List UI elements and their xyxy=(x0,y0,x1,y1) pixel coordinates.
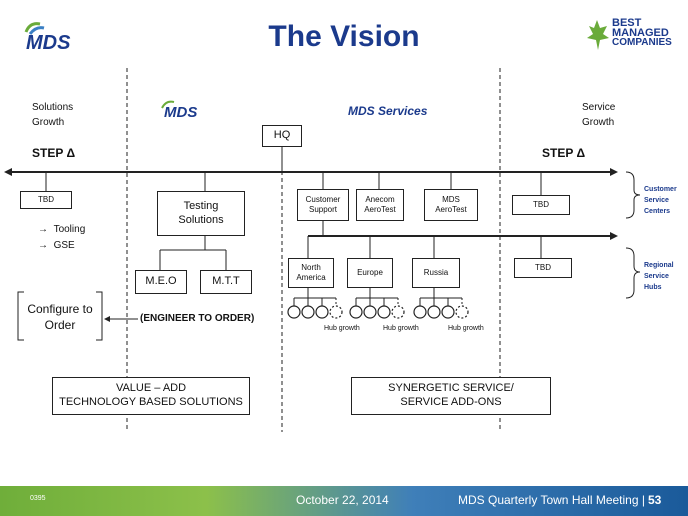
mds-logo-center: MDS xyxy=(158,98,228,122)
mds-swirl-icon xyxy=(161,100,175,109)
europe-box: Europe xyxy=(347,258,393,288)
tbd-right-box-1: TBD xyxy=(512,195,570,215)
footer-meeting: MDS Quarterly Town Hall Meeting | xyxy=(458,493,645,507)
engineer-to-order-label: (ENGINEER TO ORDER) xyxy=(140,313,255,324)
page-title: The Vision xyxy=(268,20,420,53)
meo-box: M.E.O xyxy=(135,270,187,294)
maple-leaf-icon xyxy=(587,20,609,50)
hub-growth-label: Hub growth xyxy=(324,325,360,332)
step-left-label: STEP Δ xyxy=(32,146,76,160)
bullet-list: → Tooling → GSE xyxy=(38,222,85,254)
hub-growth-label: Hub growth xyxy=(383,325,419,332)
tbd-right-box-2: TBD xyxy=(514,258,572,278)
russia-box: Russia xyxy=(412,258,460,288)
mds-swirl-icon xyxy=(24,22,45,35)
step-right-label: STEP Δ xyxy=(542,146,586,160)
footer-page: 53 xyxy=(648,493,662,507)
tbd-left-box: TBD xyxy=(20,191,72,209)
best-managed-logo: BEST MANAGED COMPANIES xyxy=(584,18,676,54)
bullet-gse: → GSE xyxy=(38,240,75,251)
footer-date: October 22, 2014 xyxy=(296,493,389,507)
footer-bar: 0395 October 22, 2014 MDS Quarterly Town… xyxy=(0,486,688,516)
hub-growth-label: Hub growth xyxy=(448,325,484,332)
synergetic-box: SYNERGETIC SERVICE/SERVICE ADD-ONS xyxy=(351,377,551,415)
hq-box: HQ xyxy=(262,125,302,147)
mds-services-logo: MDS Services xyxy=(348,104,428,118)
mds-logo: MDS xyxy=(18,18,108,54)
footer-code: 0395 xyxy=(30,495,46,502)
mtt-box: M.T.T xyxy=(200,270,252,294)
bullet-tooling: → Tooling xyxy=(38,224,86,235)
